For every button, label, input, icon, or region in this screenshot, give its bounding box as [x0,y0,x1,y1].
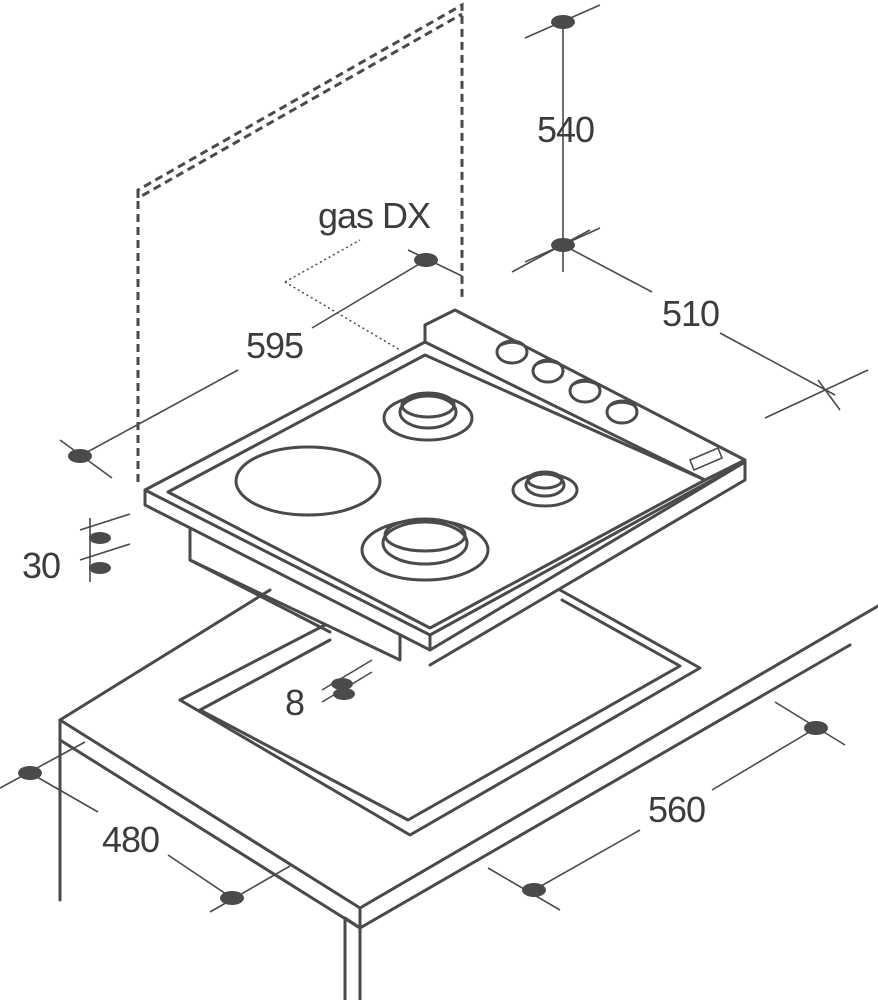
hob-top-plate [143,340,747,667]
back-wall-outline [136,2,464,482]
countertop-cutout [178,588,702,837]
dimension-480 [0,741,291,913]
dimension-560 [487,701,846,911]
knob-1 [495,339,529,365]
control-panel [423,308,747,482]
label-thickness-30: 30 [22,545,60,586]
burner-small [511,470,579,508]
burner-large [360,517,490,582]
label-height-540: 540 [537,109,594,150]
knob-4 [605,399,639,425]
label-cutout-480: 480 [102,819,159,860]
electric-plate [234,445,382,517]
burner-rear-right [382,391,474,442]
dimension-595 [59,249,463,479]
hob-underbody [188,528,402,662]
dimension-510 [511,229,869,419]
label-margin-8: 8 [285,682,304,723]
label-cutout-560: 560 [648,789,705,830]
label-gas-side: gas DX [318,195,431,236]
label-depth-510: 510 [662,293,719,334]
dimension-30 [79,513,131,582]
countertop [58,588,878,1000]
knob-3 [568,378,602,404]
dimension-8 [321,659,373,703]
label-width-595: 595 [246,325,303,366]
knob-2 [531,358,565,384]
